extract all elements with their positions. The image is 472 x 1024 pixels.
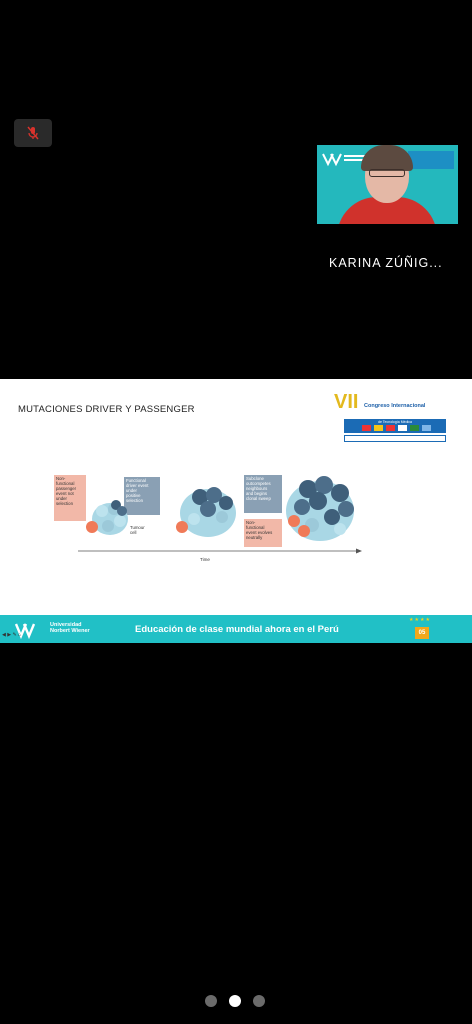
slide-footer: Universidad Norbert Wiener Educación de …: [0, 615, 472, 643]
label-nonfunctional: Non- functional passenger event not unde…: [56, 476, 77, 506]
pagination-dots: [205, 995, 265, 1007]
slide-title: MUTACIONES DRIVER Y PASSENGER: [18, 404, 195, 415]
label-functional: Functional driver event under positive s…: [126, 478, 150, 503]
cell-cluster-1: [86, 500, 128, 535]
time-label: Time: [200, 557, 210, 562]
cell-cluster-2: [176, 487, 236, 537]
driver-passenger-diagram: Non- functional passenger event not unde…: [54, 475, 362, 562]
congress-logo: VII Congreso Internacional de Tecnología…: [334, 391, 452, 443]
slide-controls-icons[interactable]: ◀ ▶ ✎ ⌂: [2, 632, 22, 638]
congress-sub-line: [344, 435, 446, 442]
page-dot-1[interactable]: [205, 995, 217, 1007]
mute-mic-button[interactable]: [14, 119, 52, 147]
label-neutral: Non- functional event evolves neutrally: [246, 520, 273, 540]
glasses: [369, 169, 405, 177]
footer-tagline: Educación de clase mundial ahora en el P…: [135, 624, 339, 635]
time-arrow-head: [356, 548, 362, 554]
thumbnail-banner: [408, 151, 454, 169]
mic-off-icon: [27, 126, 39, 140]
university-line2: Norbert Wiener: [50, 628, 90, 634]
footer-badge: 05: [415, 627, 429, 639]
congress-roman: VII: [334, 391, 359, 413]
thumbnail-logo: [321, 151, 377, 167]
page-dot-2[interactable]: [229, 995, 241, 1007]
university-line1: Universidad: [50, 622, 82, 628]
participant-video-thumbnail[interactable]: [317, 145, 458, 224]
congress-subtitle: de Tecnología Médica: [378, 420, 412, 424]
shared-slide: MUTACIONES DRIVER Y PASSENGER VII Congre…: [0, 379, 472, 643]
hair: [361, 145, 413, 171]
rating-stars: ★★★★: [409, 617, 431, 623]
label-sweep: Subclone outcompetes neighbours and begi…: [246, 476, 272, 501]
page-dot-3[interactable]: [253, 995, 265, 1007]
participant-name: KARINA ZÚÑIG...: [329, 256, 443, 270]
congress-flags-strip: de Tecnología Médica: [344, 419, 446, 433]
university-logo: Universidad Norbert Wiener: [14, 619, 94, 641]
cell-cluster-3: [286, 476, 354, 541]
congress-title: Congreso Internacional: [364, 403, 426, 409]
label-tumour: Tumour cell: [130, 525, 146, 535]
